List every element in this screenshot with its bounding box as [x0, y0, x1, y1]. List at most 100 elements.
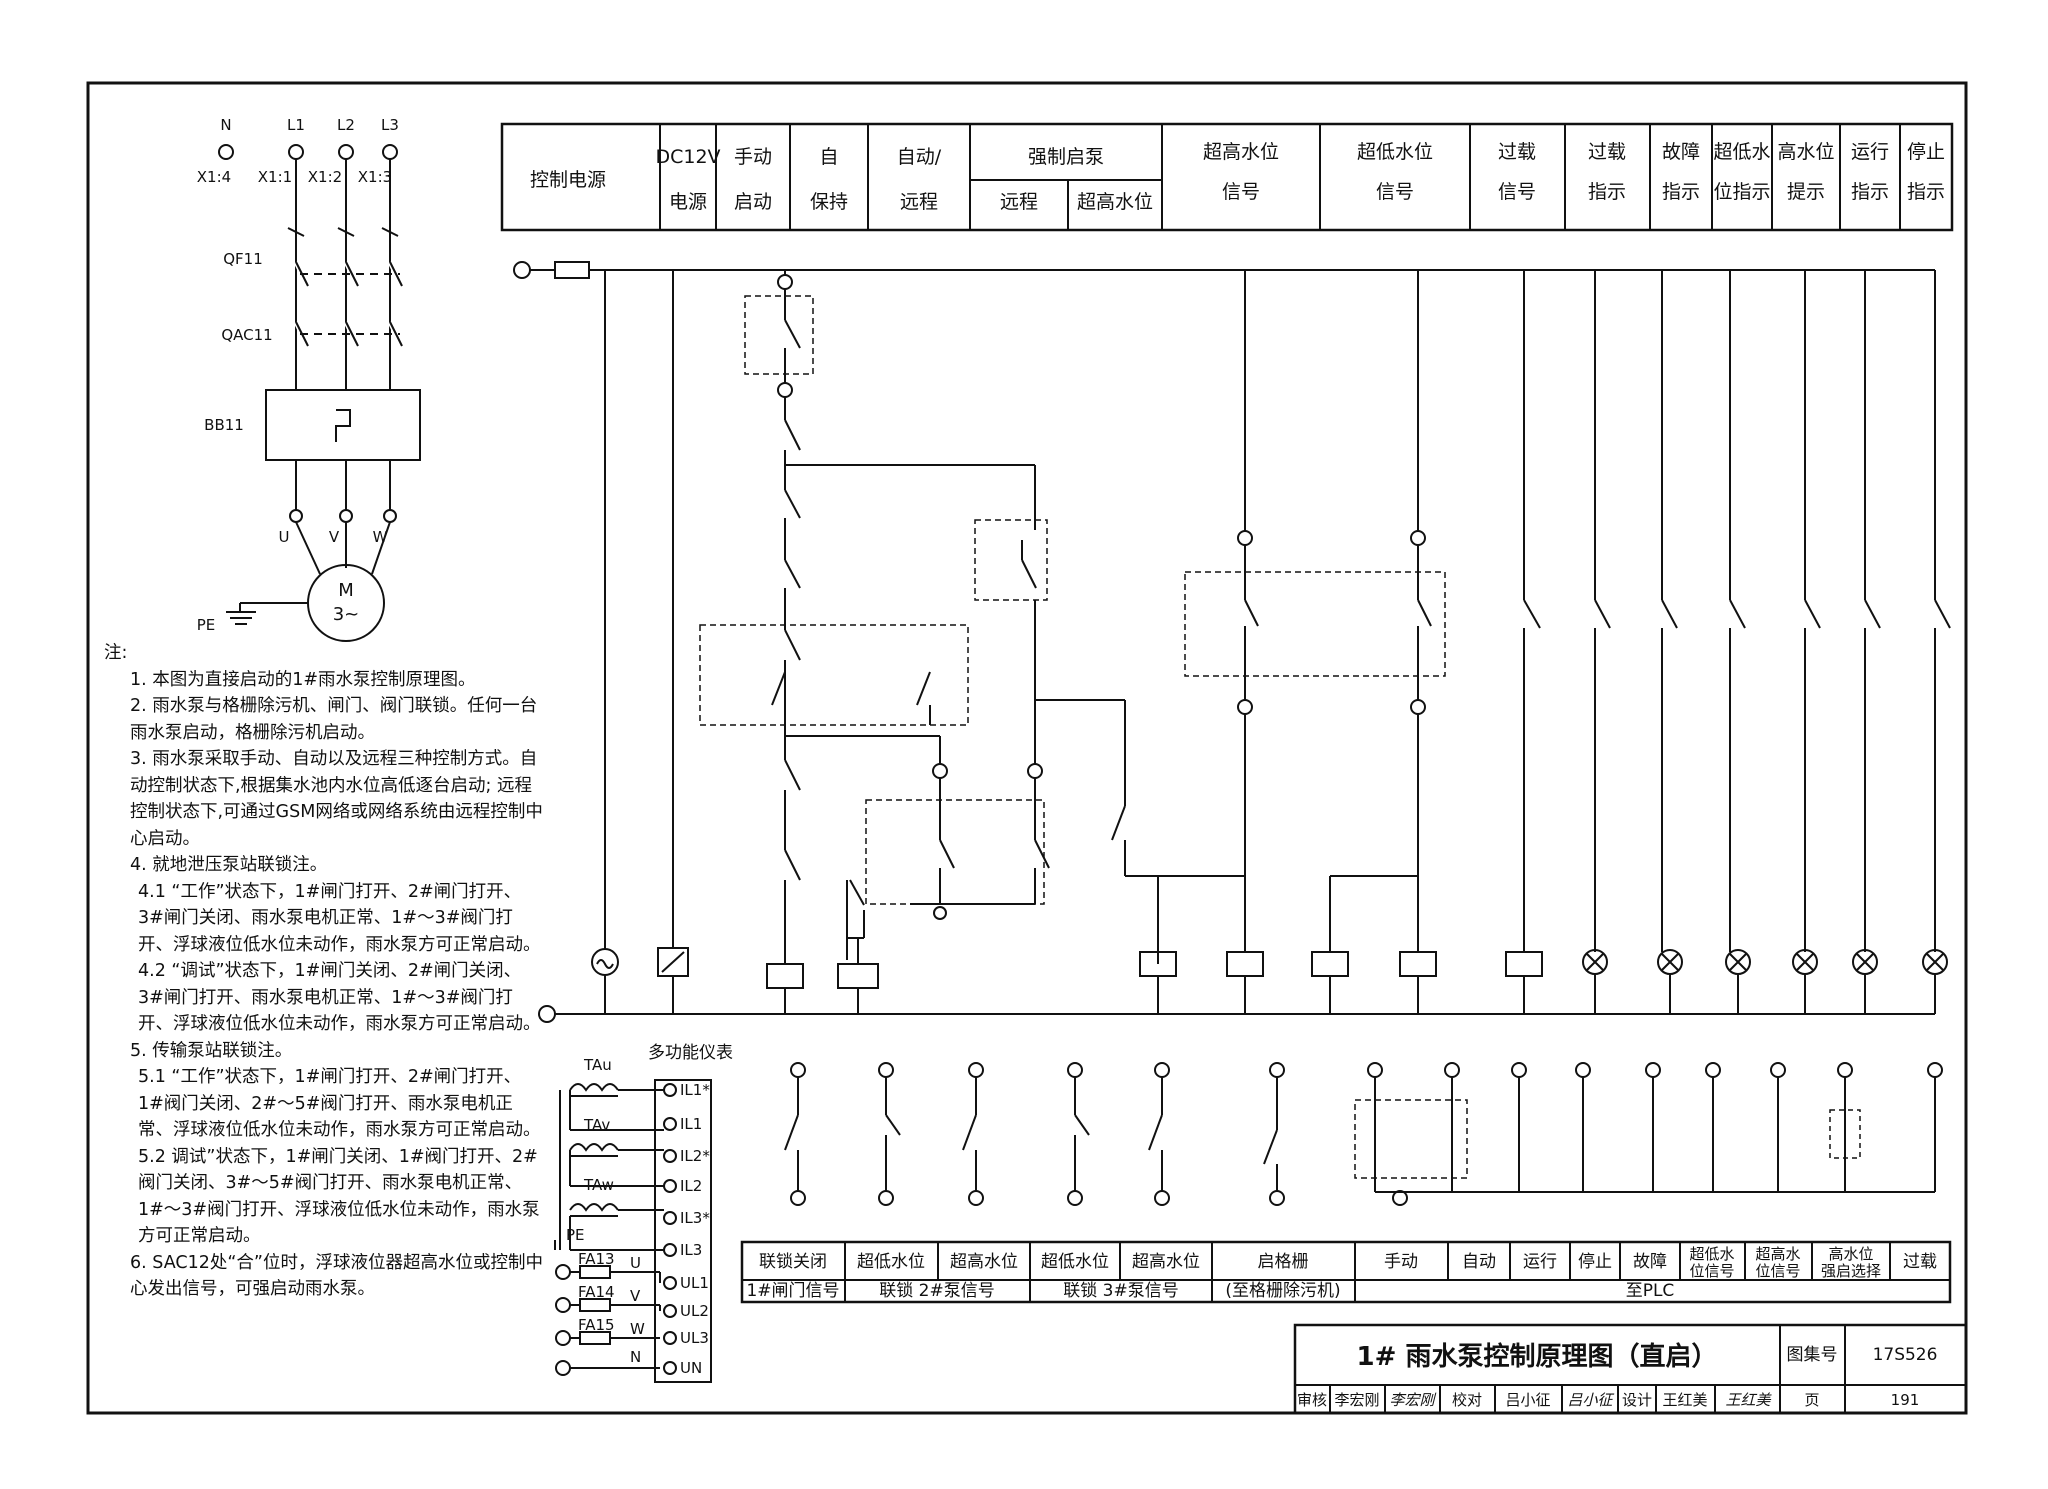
pe-label: PE — [197, 616, 216, 634]
terminal-x1-4: X1:4 — [197, 168, 231, 186]
fuse-fa14: FA14 — [578, 1283, 615, 1301]
phase-w: W — [630, 1320, 645, 1338]
table-cell-14b: 强启选择 — [1821, 1262, 1881, 1280]
notes-panel: 注: 1. 本图为直接启动的1#雨水泵控制原理图。 2. 雨水泵与格栅除污机、闸… — [104, 640, 544, 1303]
header-cell-8b: 信号 — [1376, 181, 1414, 203]
header-cell-13b: 提示 — [1787, 181, 1825, 203]
note-item-5: 5. 传输泵站联锁注。 — [130, 1040, 293, 1061]
table-cell-8: 自动 — [1462, 1252, 1496, 1272]
check-signature: 吕小征 — [1567, 1391, 1614, 1409]
note-item-4-1: 4.1 “工作”状态下，1#闸门打开、2#闸门打开、3#闸门关闭、雨水泵电机正常… — [138, 881, 541, 955]
meter-il1s: IL1* — [680, 1081, 710, 1099]
review-signature: 李宏刚 — [1389, 1391, 1436, 1409]
meter-ul3: UL3 — [680, 1329, 709, 1347]
table-cell-11: 故障 — [1633, 1252, 1667, 1272]
header-cell-2a: DC12V — [655, 146, 720, 168]
header-cell-7b: 信号 — [1222, 181, 1260, 203]
table-cell-1b: 1#闸门信号 — [746, 1281, 839, 1301]
phase-l1: L1 — [287, 116, 305, 134]
design-label: 设计 — [1622, 1391, 1652, 1409]
qf11-label: QF11 — [223, 250, 263, 268]
meter-ul1: UL1 — [680, 1274, 709, 1292]
table-cell-1: 联锁关闭 — [759, 1252, 827, 1272]
design-signature: 王红美 — [1725, 1391, 1772, 1409]
review-name: 李宏刚 — [1334, 1391, 1379, 1409]
header-cell-8a: 超低水位 — [1357, 141, 1433, 163]
table-cell-13b: 位信号 — [1755, 1262, 1800, 1280]
header-cell-9b: 信号 — [1498, 181, 1536, 203]
header-cell-4a: 自 — [819, 146, 838, 168]
check-label: 校对 — [1452, 1391, 1482, 1409]
atlas-label: 图集号 — [1787, 1345, 1838, 1365]
design-name: 王红美 — [1662, 1391, 1707, 1409]
header-cell-12b: 位指示 — [1713, 181, 1770, 203]
table-group-3: 至PLC — [1626, 1281, 1675, 1301]
table-cell-14: 高水位 — [1828, 1245, 1873, 1263]
table-cell-9: 运行 — [1523, 1252, 1557, 1272]
table-cell-6: 启格栅 — [1258, 1252, 1309, 1272]
phase-n-meter: N — [630, 1348, 641, 1366]
table-cell-3: 超高水位 — [950, 1252, 1018, 1272]
meter-il1: IL1 — [680, 1115, 702, 1133]
header-cell-6a: 远程 — [1000, 191, 1038, 213]
header-cell-10b: 指示 — [1588, 181, 1626, 203]
header-cell-14a: 运行 — [1851, 141, 1889, 163]
bb11-label: BB11 — [204, 416, 244, 434]
table-cell-15: 过载 — [1903, 1252, 1937, 1272]
phase-n: N — [220, 116, 231, 134]
header-cell-13a: 高水位 — [1777, 141, 1834, 163]
qac11-label: QAC11 — [221, 326, 272, 344]
table-cell-12b: 位信号 — [1689, 1262, 1734, 1280]
terminal-x1-3: X1:3 — [358, 168, 392, 186]
table-cell-7: 手动 — [1384, 1252, 1418, 1272]
header-cell-4b: 保持 — [810, 191, 848, 213]
meter-pe: PE — [566, 1226, 585, 1244]
terminal-x1-2: X1:2 — [308, 168, 342, 186]
meter-il3s: IL3* — [680, 1209, 710, 1227]
motor-u: U — [279, 528, 290, 546]
table-cell-12: 超低水 — [1689, 1245, 1734, 1263]
header-table — [500, 122, 1954, 232]
note-item-4-2: 4.2 “调试”状态下，1#闸门关闭、2#闸门关闭、3#闸门打开、雨水泵电机正常… — [138, 961, 541, 1034]
title-block — [1293, 1323, 1968, 1415]
header-cell-5a: 自动/ — [897, 146, 942, 168]
note-item-4: 4. 就地泄压泵站联锁注。 — [130, 855, 328, 875]
ct-tav: TAv — [583, 1116, 610, 1134]
check-name: 吕小征 — [1505, 1391, 1550, 1409]
fuse-fa13: FA13 — [578, 1250, 615, 1268]
note-item-6: 6. SAC12处“合”位时，浮球液位器超高水位或控制中心发出信号，可强启动雨水… — [130, 1252, 543, 1300]
header-cell-2b: 电源 — [669, 191, 707, 213]
meter-il2: IL2 — [680, 1177, 702, 1195]
fuse-fa15: FA15 — [578, 1316, 615, 1334]
header-cell-3a: 手动 — [734, 146, 772, 168]
meter-un: UN — [680, 1359, 702, 1377]
motor-v: V — [329, 528, 340, 546]
motor-w: W — [373, 528, 388, 546]
notes-title: 注: — [104, 643, 128, 663]
atlas-number: 17S526 — [1873, 1345, 1938, 1365]
page-number: 191 — [1891, 1391, 1920, 1409]
header-cell-5b: 远程 — [900, 191, 938, 213]
header-cell-6: 强制启泵 — [1028, 146, 1104, 168]
header-cell-9a: 过载 — [1498, 141, 1536, 163]
header-cell-11b: 指示 — [1662, 181, 1700, 203]
ct-taw: TAw — [583, 1176, 614, 1194]
header-cell-15a: 停止 — [1907, 141, 1945, 163]
note-item-3: 3. 雨水泵采取手动、自动以及远程三种控制方式。自动控制状态下,根据集水池内水位… — [130, 749, 543, 849]
header-cell-14b: 指示 — [1851, 181, 1889, 203]
header-cell-6b: 超高水位 — [1077, 191, 1153, 213]
header-cell-10a: 过载 — [1588, 141, 1626, 163]
note-item-5-2: 5.2 调试”状态下，1#闸门关闭、1#阀门打开、2#阀门关闭、3#～5#阀门打… — [138, 1146, 540, 1247]
table-group-1: 联锁 2#泵信号 — [879, 1281, 994, 1301]
header-cell-11a: 故障 — [1662, 141, 1700, 163]
phase-u: U — [630, 1254, 641, 1272]
table-cell-13: 超高水 — [1755, 1245, 1800, 1263]
table-cell-2: 超低水位 — [857, 1252, 925, 1272]
note-item-2: 2. 雨水泵与格栅除污机、闸门、阀门联锁。任何一台雨水泵启动，格栅除污机启动。 — [130, 696, 538, 743]
signal-table — [740, 1240, 1952, 1304]
header-cell-15b: 指示 — [1907, 181, 1945, 203]
note-item-5-1: 5.1 “工作”状态下，1#闸门打开、2#闸门打开、1#阀门关闭、2#～5#阀门… — [138, 1067, 541, 1140]
motor-3phase: 3~ — [333, 604, 360, 625]
table-cell-5: 超高水位 — [1132, 1252, 1200, 1272]
